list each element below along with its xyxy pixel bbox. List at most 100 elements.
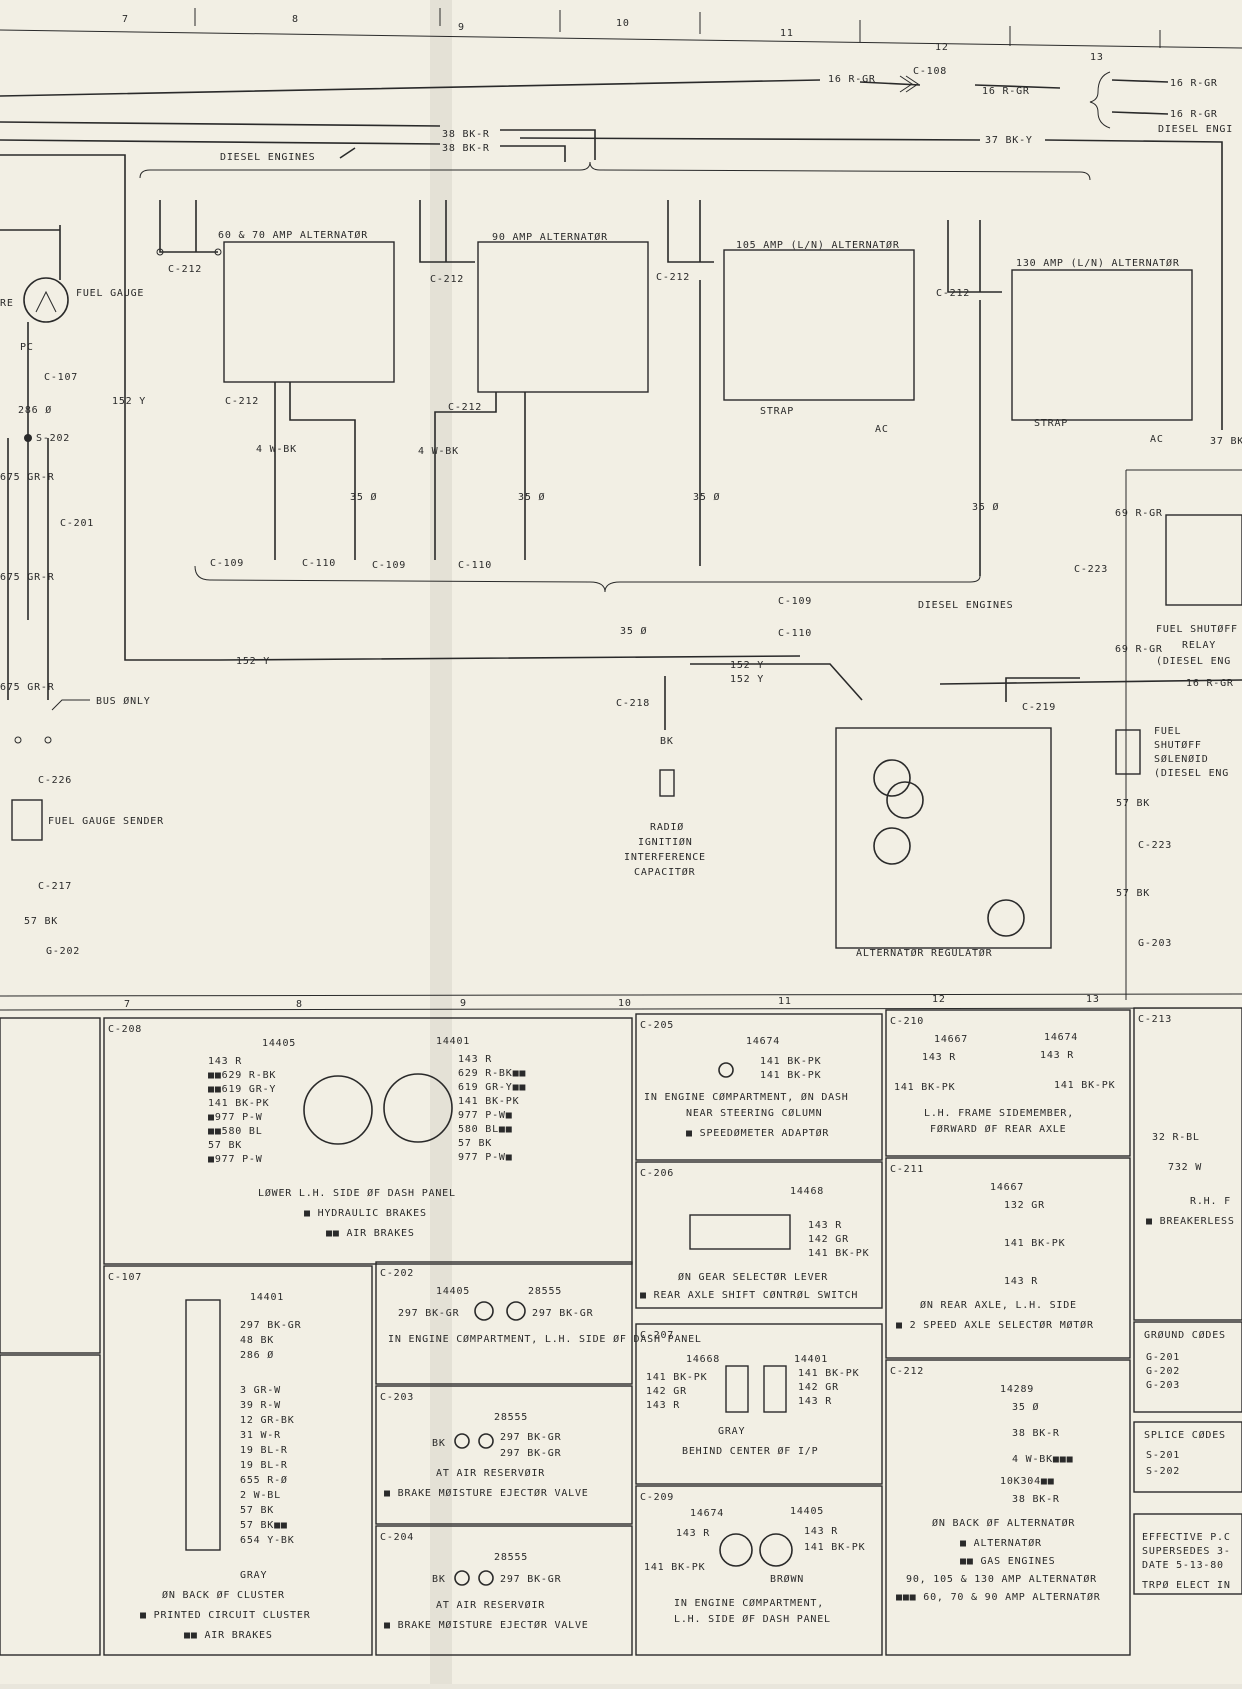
panel-c107 [103,1265,373,1656]
c107-pin: 19 BL-R [240,1460,288,1471]
label-s202: S-202 [36,433,70,444]
c107-n1: ■ PRINTED CIRCUIT CLUSTER [140,1610,311,1621]
c208-right-pin: 977 P-W■ [458,1152,513,1163]
c211-p: 14667 [990,1182,1024,1193]
c206-id: C-206 [640,1168,674,1179]
c210-id: C-210 [890,1016,924,1027]
eff-1: EFFECTIVE P.C [1142,1532,1231,1543]
label-ac-2: AC [1150,434,1164,445]
grid-mid-8: 8 [296,999,303,1010]
label-37bky: 37 BK-Y [1210,436,1242,447]
label-c109-mid: C-109 [778,596,812,607]
grid-mid-7: 7 [124,999,131,1010]
grid-mid-10: 10 [618,998,632,1009]
c212-p2: 10K304■■ [1000,1476,1055,1487]
alternator-130 [1011,269,1193,421]
c212-p: 14289 [1000,1384,1034,1395]
c208-left-pin: 57 BK [208,1140,242,1151]
label-c212-1b: C-212 [225,396,259,407]
c107-connector-body [185,1299,221,1551]
c213-id: C-213 [1138,1014,1172,1025]
wire-152-left: 152 Y [112,396,146,407]
c202-r: 297 BK-GR [532,1308,594,1319]
c212-n2: ■■ GAS ENGINES [960,1556,1056,1567]
c107-p: 14401 [250,1292,284,1303]
wire-37bky: 37 BK-Y [985,135,1033,146]
label-sol-1: FUEL [1154,726,1181,737]
c205-r1: 141 BK-PK [760,1056,821,1067]
wire-152y-b: 152 Y [730,660,764,671]
label-c110-mid: C-110 [778,628,812,639]
wire-38bkr-a: 38 BK-R [442,129,490,140]
label-c212-1: C-212 [168,264,202,275]
label-35-1: 35 Ø [350,491,377,503]
splice-codes-title: SPLICE CØDES [1144,1429,1226,1441]
wire-16rgr-c: 16 R-GR [1170,78,1218,89]
grid-col-9: 9 [458,22,465,33]
grid-mid-11: 11 [778,996,792,1007]
c203-r2: 297 BK-GR [500,1448,562,1459]
panel-c209 [635,1485,883,1656]
c212-w1: 35 Ø [1012,1401,1039,1413]
c209-brown: BRØWN [770,1573,804,1585]
c212-id: C-212 [890,1366,924,1377]
grid-mid-13: 13 [1086,994,1100,1005]
c212-w3: 4 W-BK■■■ [1012,1454,1073,1465]
c208-right-pin: 629 R-BK■■ [458,1068,526,1079]
label-diesel-engi: DIESEL ENGI [1158,124,1233,135]
c206-loc: ØN GEAR SELECTØR LEVER [678,1271,828,1283]
c209-r2: 141 BK-PK [804,1542,865,1553]
c210-r2: 141 BK-PK [1054,1080,1115,1091]
panel-c208 [103,1017,633,1265]
c208-right-pin: 619 GR-Y■■ [458,1082,526,1093]
c205-id: C-205 [640,1020,674,1031]
c210-l2: 141 BK-PK [894,1082,955,1093]
panel-c203 [375,1385,633,1525]
label-strap-2: STRAP [1034,418,1068,429]
ground-code-1: G-201 [1146,1352,1180,1363]
c205-p: 14674 [746,1036,780,1047]
c202-p2: 28555 [528,1286,562,1297]
label-bk-radio: BK [660,736,674,747]
eff-4: TRPØ ELECT IN [1142,1579,1231,1591]
label-c218: C-218 [616,698,650,709]
panel-c204 [375,1525,633,1656]
c210-l1: 143 R [922,1052,956,1063]
c208-right-pin: 977 P-W■ [458,1110,513,1121]
c208-p1: 14405 [262,1038,296,1049]
wire-152y-a: 152 Y [236,656,270,667]
label-c201: C-201 [60,518,94,529]
c204-l: BK [432,1574,446,1585]
c107-pin: 286 Ø [240,1349,274,1361]
ground-codes-title: GRØUND CØDES [1144,1329,1226,1341]
top-grid-ruler: 7 8 9 10 11 12 13 [0,8,1242,63]
c202-l: 297 BK-GR [398,1308,460,1319]
wire-57bk-left: 57 BK [24,916,58,927]
label-g203: G-203 [1138,938,1172,949]
c202-id: C-202 [380,1268,414,1279]
grid-col-7: 7 [122,14,129,25]
c210-p2: 14674 [1044,1032,1078,1043]
c208-left-pin: 143 R [208,1056,242,1067]
c209-r1: 143 R [804,1526,838,1537]
c207-right-pin: 143 R [798,1396,832,1407]
c210-p1: 14667 [934,1034,968,1045]
label-35-2: 35 Ø [518,491,545,503]
label-re: RE [0,298,14,309]
label-c109-1: C-109 [210,558,244,569]
label-c212-3: C-212 [656,272,690,283]
alternator-90 [477,241,649,393]
c211-w3: 143 R [1004,1276,1038,1287]
c203-r1: 297 BK-GR [500,1432,562,1443]
label-fuel-gauge: FUEL GAUGE [76,288,144,299]
fuel-shutoff-solenoid [1115,729,1141,775]
wire-38bkr-b: 38 BK-R [442,143,490,154]
fuel-gauge-sender-icon [11,799,43,841]
label-diesel-engines-mid: DIESEL ENGINES [918,600,1014,611]
c206-switch-icon [689,1214,791,1250]
grid-mid-12: 12 [932,994,946,1005]
c212-n4: ■■■ 60, 70 & 90 AMP ALTERNATØR [896,1591,1101,1603]
c210-loc-2: FØRWARD ØF REAR AXLE [930,1123,1066,1135]
